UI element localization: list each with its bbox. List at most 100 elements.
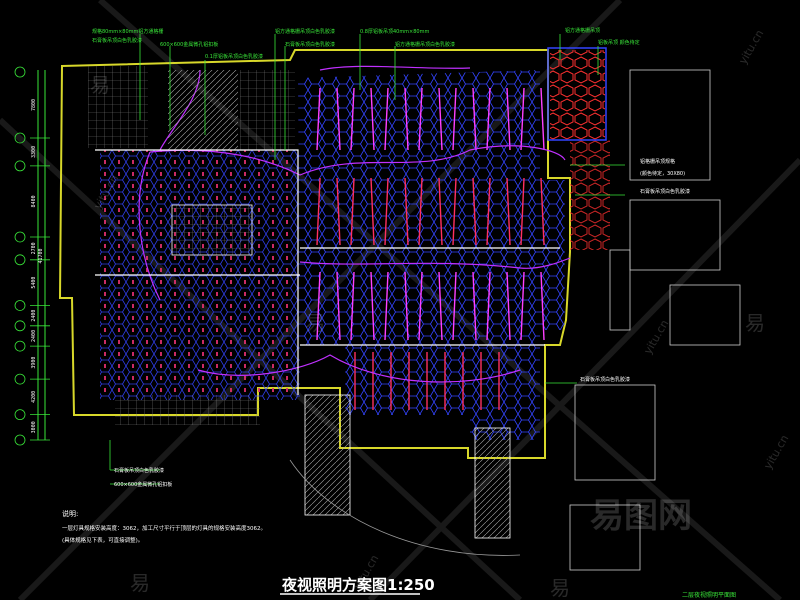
dimension-label: 7800 xyxy=(31,99,37,111)
top-callout-9: 铝方通格栅吊顶 xyxy=(565,27,600,34)
core-block xyxy=(171,204,253,256)
lower-callout-3: 600×600金属微孔铝扣板 xyxy=(114,481,172,488)
linear-fixture xyxy=(438,87,443,151)
linear-fixture xyxy=(486,177,491,246)
linear-fixture xyxy=(520,271,525,341)
grid-ceiling-block-4 xyxy=(115,395,260,425)
lower-callout-2: 石膏板吊顶白色乳胶漆 xyxy=(114,467,164,474)
linear-fixture xyxy=(540,177,545,246)
notes-line-1: 一层灯具规格安装高度：3062，加工尺寸平行于顶层的灯具的规格安装高度3062。 xyxy=(62,524,266,532)
linear-fixture xyxy=(404,271,409,341)
grid-ceiling-block-2 xyxy=(168,70,238,150)
linear-fixture xyxy=(316,87,321,151)
linear-fixture xyxy=(384,177,389,246)
linear-fixture xyxy=(384,87,389,151)
watermark-glyph-1: 易 xyxy=(90,73,110,97)
linear-fixture xyxy=(336,177,341,246)
watermark-brand: 易图网 xyxy=(590,496,692,536)
axis-bubble xyxy=(14,320,26,332)
linear-fixture xyxy=(486,271,491,341)
linear-fixture xyxy=(452,271,457,341)
linear-fixture xyxy=(404,177,409,246)
notes-block: 说明: 一层灯具规格安装高度：3062，加工尺寸平行于顶层的灯具的规格安装高度3… xyxy=(62,509,266,544)
linear-fixture xyxy=(486,87,491,151)
lower-callout-1: 石膏板吊顶白色乳胶漆 xyxy=(580,376,630,383)
top-callout-4: 0.1厚铝板吊顶白色乳胶漆 xyxy=(205,53,263,60)
watermark-glyph-2: 易 xyxy=(745,311,765,335)
axis-bubble xyxy=(14,132,26,144)
exterior-curve xyxy=(289,459,521,556)
top-callout-3: 600×600金属微孔铝扣板 xyxy=(160,41,218,48)
linear-fixture xyxy=(418,177,423,246)
top-callout-5: 铝方通格栅吊顶白色乳胶漆 xyxy=(275,28,335,35)
linear-fixture xyxy=(350,87,355,151)
linear-fixture xyxy=(336,271,341,341)
linear-fixture xyxy=(452,87,457,151)
linear-fixture xyxy=(370,87,375,151)
bottom-right-label: 二层夜视照明平面图 xyxy=(682,591,736,599)
leader-lines xyxy=(109,34,625,485)
watermark-glyph-4: 易 xyxy=(130,571,150,595)
right-callout-1: 铝格栅吊顶规格 xyxy=(640,158,675,165)
stair-block-1 xyxy=(304,394,351,516)
linear-fixture xyxy=(506,87,511,151)
linear-fixture xyxy=(472,271,477,341)
linear-fixtures xyxy=(316,87,545,410)
top-callout-7: 铝方通格栅吊顶白色乳胶漆 xyxy=(395,41,455,48)
dimension-rail: 7800330084002700540024002400390042003000… xyxy=(14,66,50,446)
notes-line-2: (具体规格见下表，可直接调整)。 xyxy=(62,536,143,544)
axis-bubble xyxy=(14,160,26,172)
grid-ceiling-block-3 xyxy=(240,70,295,150)
linear-fixture xyxy=(350,271,355,341)
axis-bubble xyxy=(14,254,26,266)
dimension-label: 2400 xyxy=(31,330,37,342)
top-callout-1: 规格80mm×80mm铝方通格栅 xyxy=(92,28,163,35)
notes-heading: 说明: xyxy=(62,509,78,518)
linear-fixture xyxy=(350,177,355,246)
linear-fixture xyxy=(472,87,477,151)
dimension-label: 8400 xyxy=(31,195,37,207)
linear-fixture xyxy=(520,177,525,246)
linear-fixture xyxy=(520,87,525,151)
linear-fixture xyxy=(506,177,511,246)
axis-bubble xyxy=(14,409,26,421)
axis-bubble xyxy=(14,231,26,243)
linear-fixture xyxy=(316,271,321,341)
right-callout-3: 石膏板吊顶白色乳胶漆 xyxy=(640,188,690,195)
dimension-label: 4200 xyxy=(31,391,37,403)
axis-bubble xyxy=(14,66,26,78)
linear-fixture xyxy=(370,271,375,341)
linear-fixture xyxy=(384,271,389,341)
drawing-title: 夜视照明方案图1:250 xyxy=(281,576,435,594)
dimension-label: 5400 xyxy=(31,277,37,289)
right-rooms xyxy=(569,69,741,571)
stair-block-2 xyxy=(474,427,511,539)
linear-fixture xyxy=(540,87,545,151)
top-callout-2: 石膏板吊顶白色乳胶漆 xyxy=(92,37,142,44)
lower-callouts: 石膏板吊顶白色乳胶漆 石膏板吊顶白色乳胶漆 600×600金属微孔铝扣板 xyxy=(114,376,630,488)
linear-fixture xyxy=(370,177,375,246)
blue-frame xyxy=(547,47,607,141)
linear-fixture xyxy=(506,271,511,341)
axis-bubble xyxy=(14,340,26,352)
hex-lamp-zone-lower xyxy=(345,345,540,440)
axis-bubble xyxy=(14,373,26,385)
right-callouts: 铝格栅吊顶规格 (颜色待定，30X80) 石膏板吊顶白色乳胶漆 xyxy=(640,158,690,195)
linear-fixture xyxy=(418,87,423,151)
top-callout-6: 0.8厚铝板吊顶40mm×80mm xyxy=(360,28,429,35)
top-callouts: 规格80mm×80mm铝方通格栅 石膏板吊顶白色乳胶漆 600×600金属微孔铝… xyxy=(92,27,640,60)
red-hex-cluster xyxy=(550,50,605,140)
watermark-glyph-5: 易 xyxy=(550,576,570,600)
grid-ceiling-block-1 xyxy=(88,66,148,148)
linear-fixture xyxy=(438,271,443,341)
axis-bubble xyxy=(14,434,26,446)
dimension-label: 2400 xyxy=(31,310,37,322)
watermark-glyph-3: 易 xyxy=(305,311,325,335)
top-callout-8: 石膏板吊顶白色乳胶漆 xyxy=(285,41,335,48)
linear-fixture xyxy=(316,177,321,246)
guide-lines xyxy=(95,149,560,395)
dimension-total: 41700 xyxy=(38,248,44,263)
linear-fixture xyxy=(472,177,477,246)
right-callout-2: (颜色待定，30X80) xyxy=(640,170,685,177)
